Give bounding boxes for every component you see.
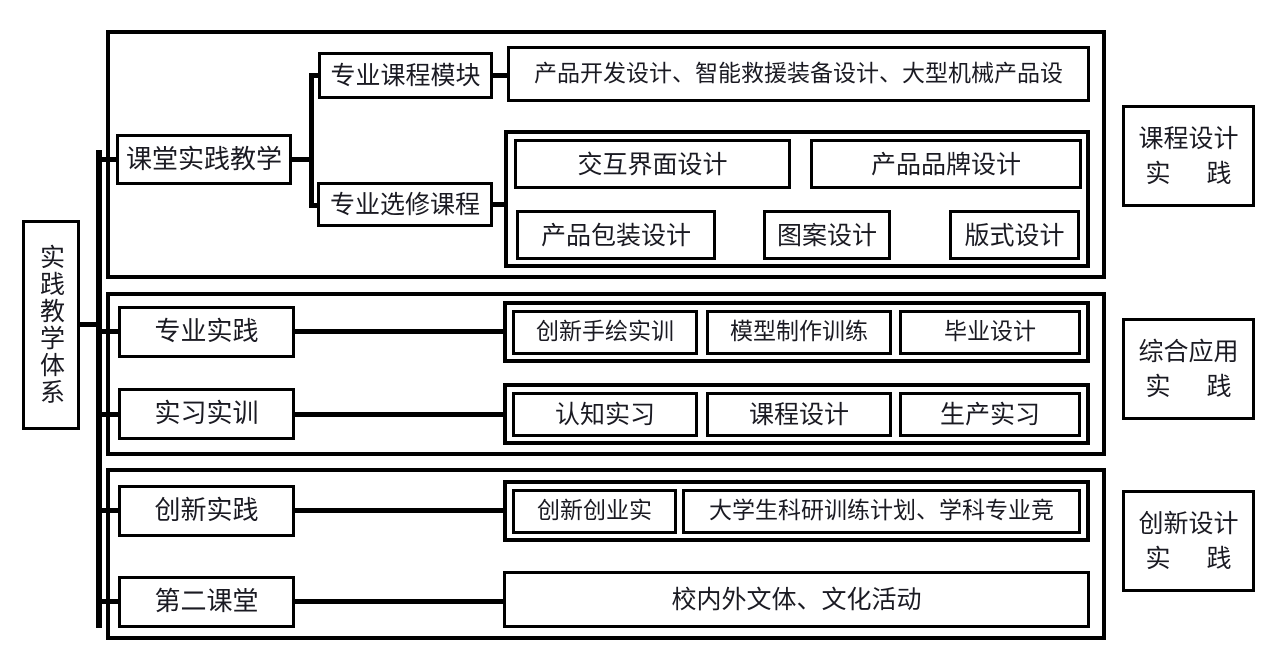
side-label-course-design-practice: 课程设计 实 践 [1122, 105, 1255, 207]
side-label-comprehensive-application-practice: 综合应用 实 践 [1122, 318, 1255, 420]
connector-second-classroom-to-items [295, 599, 506, 604]
trunk-stub-innovation-practice [96, 508, 118, 513]
item-interactive-interface-design: 交互界面设计 [514, 139, 791, 189]
item-pattern-design: 图案设计 [763, 210, 891, 260]
node-innovation-practice: 创新实践 [118, 485, 295, 537]
branch-1-to-items-connector [493, 73, 508, 78]
root-node-practice-teaching-system: 实践教学体系 [22, 220, 80, 430]
section-1-splitter-vertical [309, 73, 314, 208]
trunk-vertical-line [96, 150, 102, 628]
side-label-1-line-2: 实 践 [1145, 159, 1246, 188]
branch-professional-elective-courses: 专业选修课程 [317, 182, 493, 227]
trunk-stub-second-classroom [96, 599, 118, 604]
item-innovation-entrepreneurship: 创新创业实 [512, 489, 677, 534]
item-product-brand-design: 产品品牌设计 [810, 139, 1082, 189]
side-label-3-line-2: 实 践 [1145, 544, 1246, 573]
section-1-splitter-to-branch-1 [309, 73, 323, 78]
branch-2-to-items-connector [493, 202, 508, 207]
side-label-3-line-1: 创新设计 [1138, 509, 1239, 538]
connector-professional-practice-to-items [295, 329, 506, 334]
item-cognitive-internship: 认知实习 [512, 392, 698, 437]
item-layout-design: 版式设计 [949, 210, 1080, 260]
item-product-packaging-design: 产品包装设计 [516, 210, 716, 260]
item-model-making-training: 模型制作训练 [706, 310, 892, 355]
node-second-classroom: 第二课堂 [118, 576, 295, 628]
connector-internship-training-to-items [295, 412, 506, 417]
item-campus-cultural-activities: 校内外文体、文化活动 [503, 571, 1090, 628]
connector-innovation-practice-to-items [295, 508, 506, 513]
item-innovative-sketching-training: 创新手绘实训 [512, 310, 698, 355]
side-label-2-line-2: 实 践 [1145, 372, 1246, 401]
root-to-trunk-connector [80, 322, 102, 327]
section-1-splitter-to-branch-2 [309, 203, 323, 208]
section-1-splitter-horizontal-in [292, 157, 314, 162]
side-label-innovative-design-practice: 创新设计 实 践 [1122, 490, 1255, 592]
side-label-2-line-1: 综合应用 [1138, 337, 1239, 366]
item-graduation-design: 毕业设计 [899, 310, 1081, 355]
node-professional-practice: 专业实践 [118, 306, 295, 358]
branch-professional-course-module: 专业课程模块 [318, 52, 493, 99]
node-classroom-practice-teaching: 课堂实践教学 [116, 134, 292, 185]
item-product-development-courses: 产品开发设计、智能救援装备设计、大型机械产品设 [507, 46, 1090, 102]
trunk-stub-professional-practice [96, 329, 118, 334]
trunk-stub-internship-training [96, 412, 118, 417]
side-label-1-line-1: 课程设计 [1138, 124, 1239, 153]
item-production-internship: 生产实习 [899, 392, 1081, 437]
item-student-research-training-program: 大学生科研训练计划、学科专业竞 [682, 489, 1081, 534]
node-internship-training: 实习实训 [118, 388, 295, 440]
item-course-design: 课程设计 [706, 392, 892, 437]
trunk-stub-section-1 [96, 157, 118, 162]
